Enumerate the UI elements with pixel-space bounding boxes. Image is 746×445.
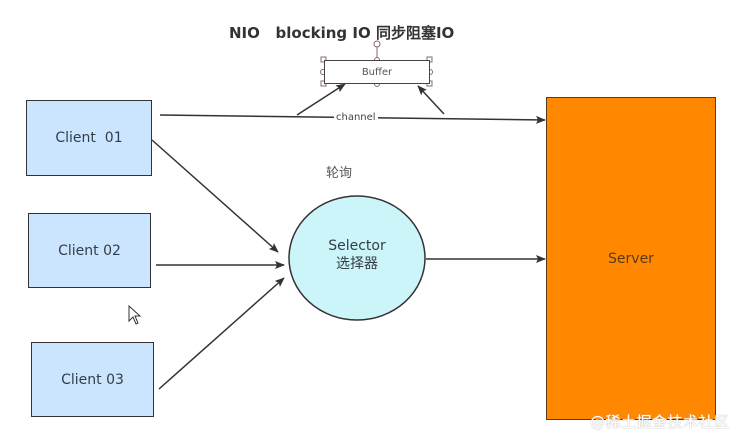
selector-node[interactable] — [288, 195, 426, 321]
mouse-cursor-icon — [128, 305, 142, 325]
client3-to-selector-arrow — [158, 277, 285, 390]
poll-label: 轮询 — [326, 166, 353, 181]
buffer-node[interactable]: Buffer — [324, 60, 430, 84]
client1-to-selector-arrow — [151, 139, 279, 253]
selector-label-en: Selector — [328, 238, 386, 254]
server-node[interactable]: Server — [546, 97, 716, 420]
server-label: Server — [608, 250, 654, 267]
client-02-node[interactable]: Client 02 — [28, 213, 151, 288]
watermark: @稀土掘金技术社区 — [590, 413, 730, 431]
channel-to-buffer-arrow-left — [296, 83, 346, 116]
title-text: NIO blocking IO 同步阻塞IO — [229, 24, 455, 42]
channel-label: channel — [334, 112, 378, 123]
client-02-label: Client 02 — [58, 242, 121, 259]
client-03-node[interactable]: Client 03 — [31, 342, 154, 417]
buffer-label: Buffer — [361, 66, 393, 78]
selector-label: Selector 选择器 — [289, 237, 425, 273]
selector-label-zh: 选择器 — [336, 256, 378, 272]
client-01-node[interactable]: Client 01 — [26, 100, 152, 176]
channel-to-buffer-arrow-right — [417, 85, 445, 115]
client-03-label: Client 03 — [61, 371, 124, 388]
client-01-label: Client 01 — [55, 130, 123, 146]
